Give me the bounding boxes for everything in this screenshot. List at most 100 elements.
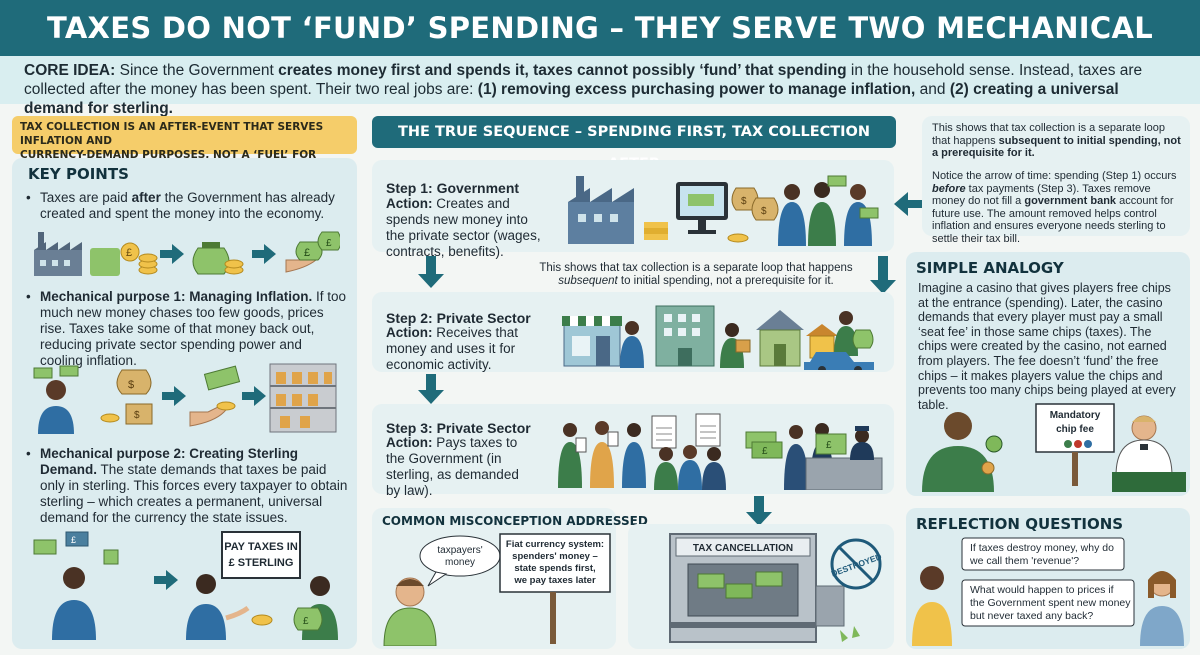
money-stack-icon: [644, 222, 668, 240]
people-paying-icon: [654, 445, 726, 490]
sequence-heading: THE TRUE SEQUENCE – SPENDING FIRST, TAX …: [372, 116, 896, 172]
core-bold-2: (1) removing excess purchasing power to …: [477, 81, 916, 98]
side-note-1a: This shows that tax collection is a sepa…: [932, 122, 1165, 147]
kp1-c: the Government has already created and s…: [40, 190, 335, 221]
pay-taxes-sign: PAY TAXES IN £ STERLING: [221, 531, 301, 579]
svg-text:£: £: [762, 446, 768, 457]
destroyed-stamp-text: DESTROYED: [830, 551, 883, 578]
question-2-line1: What would happen to prices if: [970, 584, 1114, 596]
factory-icon: [34, 232, 82, 276]
core-text-2: in the household sense. Instead, taxes a…: [24, 62, 1143, 98]
step-3-illustration: £ £: [558, 413, 883, 490]
analogy-heading: SIMPLE ANALOGY: [916, 259, 1064, 277]
arrow-down-icon: [746, 496, 772, 526]
coins-icon: $: [100, 403, 153, 425]
core-text-1: Since the Government: [115, 62, 279, 79]
arrow-right-icon: [242, 386, 266, 406]
tax-cancellation-machine: TAX CANCELLATION DESTROYED: [669, 533, 883, 643]
office-building-icon: [655, 305, 715, 367]
step-2-action-text: Receives that money and uses it for econ…: [386, 325, 519, 372]
thinking-woman-icon: [1140, 571, 1184, 646]
side-note-2: Notice the arrow of time: spending (Step…: [932, 170, 1184, 245]
svg-text:£: £: [304, 247, 310, 259]
money-bags-icon: $ $: [727, 187, 779, 243]
tax-banner-line1: TAX COLLECTION IS AN AFTER-EVENT THAT SE…: [20, 121, 324, 147]
store-shelf-icon: [269, 363, 337, 433]
question-1-line1: If taxes destroy money, why do: [970, 542, 1114, 554]
kp2-c: If too much new money chases too few goo…: [40, 289, 347, 368]
analogy-text: Imagine a casino that gives players free…: [918, 281, 1176, 412]
tax-desk-icon: £: [805, 426, 883, 490]
arrow-right-icon: [162, 386, 186, 406]
coin-stack-icon: £: [90, 242, 158, 276]
pay-taxes-sign-line2: £ STERLING: [229, 557, 294, 569]
svg-text:£: £: [826, 440, 832, 451]
factory-to-hand-illustration: £ £ £: [34, 231, 340, 276]
side-note-2e: account for future use. The amount remov…: [932, 195, 1174, 245]
question-1-box: If taxes destroy money, why do we call t…: [961, 537, 1125, 571]
misconception-heading: COMMON MISCONCEPTION ADDRESSED: [382, 514, 648, 528]
svg-text:£: £: [303, 616, 309, 627]
loop-note-1: This shows that tax collection is a sepa…: [539, 262, 853, 274]
reflection-illustration: If taxes destroy money, why do we call t…: [912, 537, 1184, 646]
svg-text:£: £: [326, 238, 332, 249]
side-note-2b: before: [932, 182, 966, 195]
pay-taxes-sign-line1: PAY TAXES IN: [224, 541, 298, 553]
reflection-heading: REFLECTION QUESTIONS: [916, 515, 1124, 533]
kp3-b: Mechanical purpose 2: Creating Sterling …: [40, 446, 299, 477]
person-with-money-icon: [33, 365, 79, 434]
destroyed-stamp: DESTROYED: [830, 538, 883, 590]
question-2-line2: the Government spent new money: [970, 597, 1131, 609]
person-with-money-bag-icon: [834, 311, 874, 356]
question-2-box: What would happen to prices if the Gover…: [961, 579, 1135, 627]
step-3-action-label: Action:: [386, 435, 433, 450]
arrow-left-icon: [894, 192, 924, 216]
key-point-2: •Mechanical purpose 1: Managing Inflatio…: [26, 289, 347, 368]
svg-text:£: £: [71, 535, 76, 545]
speech-bubble: taxpayers' money: [419, 535, 501, 587]
step-3-action: Action: Pays taxes to the Government (in…: [386, 435, 536, 499]
hand-with-money-icon: £ £: [285, 231, 340, 273]
kp1-b: after: [131, 190, 161, 205]
core-label: CORE IDEA:: [24, 62, 116, 79]
tax-cancellation-label: TAX CANCELLATION: [693, 543, 793, 554]
core-text-3: and: [915, 81, 950, 98]
person-thinking-icon: £: [33, 531, 119, 640]
student-icon: [912, 566, 952, 646]
step-1-action-text: Creates and spends new money into the pr…: [386, 196, 541, 259]
loop-note-em: subsequent: [558, 275, 618, 287]
loop-note: This shows that tax collection is a sepa…: [520, 262, 872, 288]
workers-icon: [778, 175, 879, 246]
side-note-2c: tax payments (Step 3). Taxes remove mone…: [932, 182, 1151, 208]
svg-text:$: $: [128, 379, 134, 391]
key-point-1: •Taxes are paid after the Government has…: [26, 190, 335, 221]
step-2-illustration: [562, 305, 874, 370]
misconception-illustration: taxpayers' money Fiat currency system: s…: [383, 533, 611, 646]
fiat-line1: Fiat currency system:: [506, 539, 604, 550]
shopkeeper-icon: [620, 321, 644, 368]
step-2-title: Step 2: Private Sector: [386, 310, 531, 326]
fee-sign-line2: chip fee: [1056, 424, 1094, 435]
step-2-action-label: Action:: [386, 325, 433, 340]
delivery-worker-icon: [720, 323, 751, 368]
shop-icon: [562, 316, 622, 367]
arrow-right-icon: [252, 244, 276, 264]
arrow-down-icon: [870, 256, 896, 294]
step-1-action: Action: Creates and spends new money int…: [386, 196, 544, 260]
loop-note-2: to initial spending, not a prerequisite …: [617, 275, 834, 287]
step-3-action-text: Pays taxes to the Government (in sterlin…: [386, 435, 519, 498]
core-bold-1: creates money first and spends it, taxes…: [278, 62, 847, 79]
side-note-1b: subsequent to initial spending, not a pr…: [932, 134, 1181, 160]
fiat-sign: Fiat currency system: spenders' money – …: [499, 533, 611, 644]
fiat-line2: spenders' money –: [512, 551, 598, 562]
side-note-2d: government bank: [1024, 195, 1117, 207]
official-with-money-icon: £: [251, 576, 338, 640]
money-bag-icon: $: [116, 369, 152, 395]
kp1-a: Taxes are paid: [40, 190, 132, 205]
bubble-line1: taxpayers': [437, 545, 482, 556]
side-note-1: This shows that tax collection is a sepa…: [932, 122, 1184, 160]
page-title: TAXES DO NOT ‘FUND’ SPENDING – THEY SERV…: [0, 0, 1200, 101]
mandatory-fee-sign: Mandatory chip fee: [1035, 403, 1115, 486]
banknotes-icon: £: [745, 431, 783, 459]
arrow-right-icon: [154, 570, 178, 590]
